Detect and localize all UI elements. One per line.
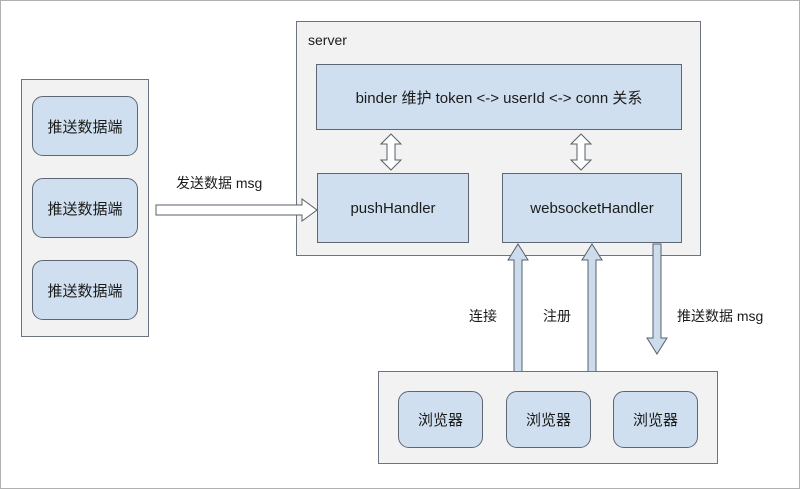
binder-box[interactable]: binder 维护 token <-> userId <-> conn 关系 [316, 64, 682, 130]
browser-1-label: 浏览器 [417, 412, 463, 429]
binder-label: binder 维护 token <-> userId <-> conn 关系 [355, 89, 643, 107]
browser-3-label: 浏览器 [632, 412, 678, 429]
browser-3[interactable]: 浏览器 [613, 391, 698, 448]
binder-websocket-handler-arrow [569, 133, 593, 171]
push-data-client-2-label: 推送数据端 [47, 200, 123, 218]
browser-1[interactable]: 浏览器 [398, 391, 483, 448]
register-arrow [581, 243, 603, 373]
push-data-client-1[interactable]: 推送数据端 [32, 96, 138, 156]
push-data-client-3-label: 推送数据端 [47, 282, 123, 300]
push-handler-label: pushHandler [350, 199, 436, 217]
connect-label: 连接 [469, 308, 497, 324]
push-data-msg-label: 推送数据 msg [677, 308, 764, 324]
server-title: server [308, 32, 347, 48]
register-label: 注册 [543, 308, 571, 324]
browser-2-label: 浏览器 [525, 412, 571, 429]
push-data-client-2[interactable]: 推送数据端 [32, 178, 138, 238]
websocket-handler-box[interactable]: websocketHandler [502, 173, 682, 243]
binder-push-handler-arrow [379, 133, 403, 171]
push-data-client-3[interactable]: 推送数据端 [32, 260, 138, 320]
push-data-msg-arrow [646, 243, 668, 355]
push-data-client-1-label: 推送数据端 [47, 118, 123, 136]
browser-2[interactable]: 浏览器 [506, 391, 591, 448]
connect-arrow [507, 243, 529, 373]
send-data-msg-label: 发送数据 msg [176, 175, 263, 191]
send-data-msg-arrow [155, 198, 318, 222]
websocket-handler-label: websocketHandler [530, 199, 654, 217]
push-handler-box[interactable]: pushHandler [317, 173, 469, 243]
